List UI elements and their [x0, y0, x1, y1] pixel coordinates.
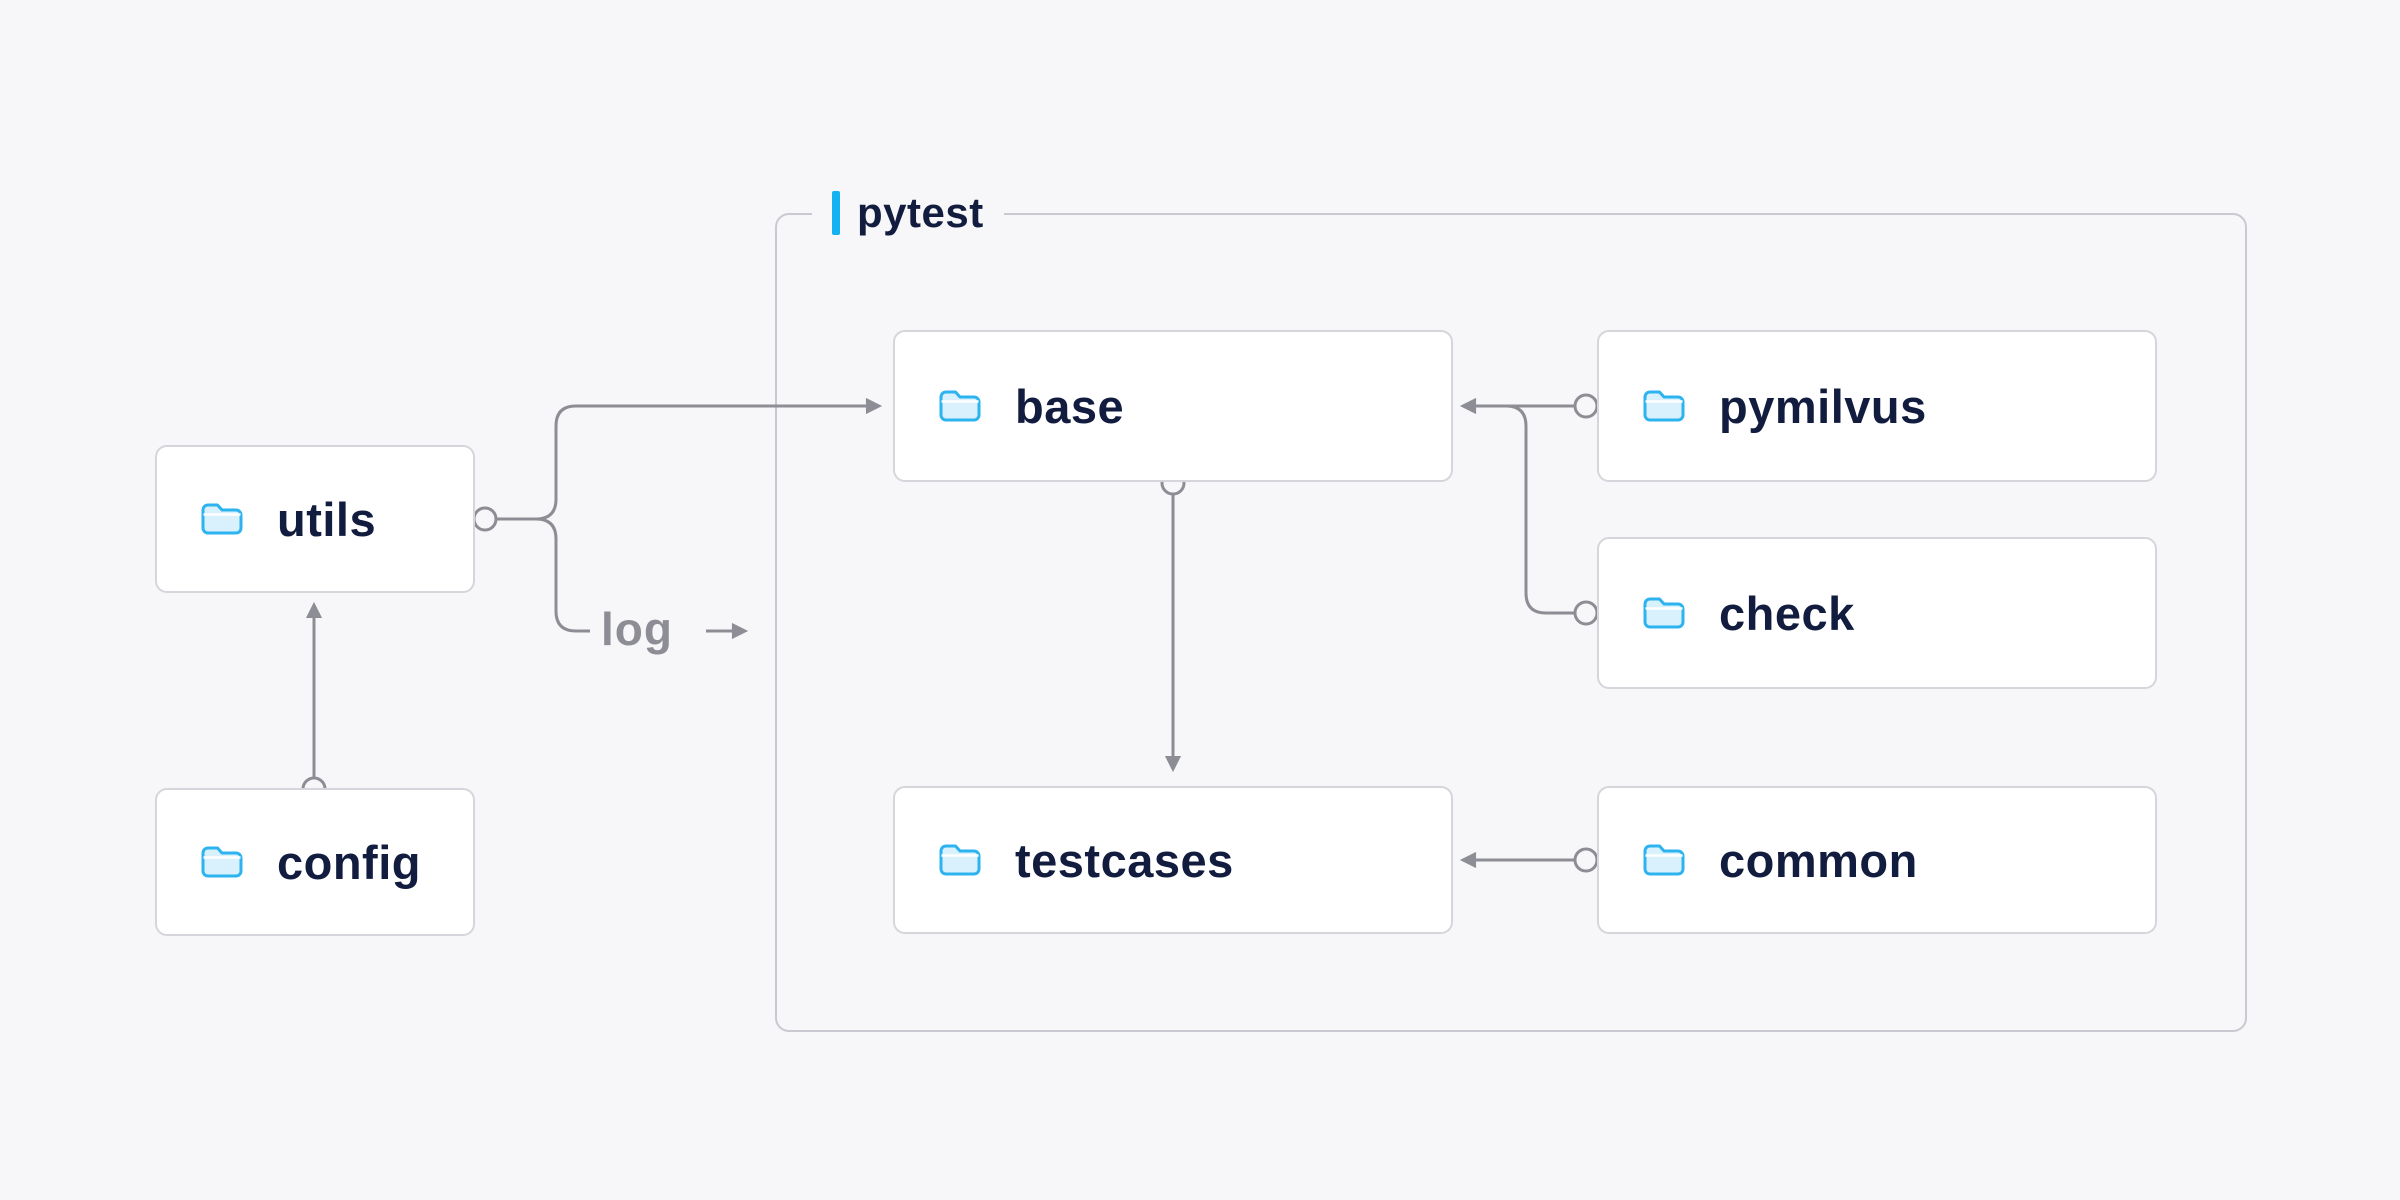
- edge-utils-base: [497, 397, 883, 521]
- log-edge-label: log: [601, 603, 673, 655]
- port-check-left: [1573, 600, 1599, 626]
- node-pymilvus[interactable]: pymilvus: [1597, 330, 2157, 482]
- node-label: base: [1015, 379, 1125, 433]
- port-utils-right: [472, 506, 498, 532]
- pytest-group-frame: [775, 213, 2247, 1032]
- node-label: testcases: [1015, 833, 1234, 887]
- node-label: utils: [277, 492, 377, 546]
- node-label: check: [1719, 586, 1855, 640]
- node-label: common: [1719, 833, 1918, 887]
- folder-icon: [1641, 386, 1687, 426]
- folder-icon: [1641, 593, 1687, 633]
- pytest-group-label: pytest: [812, 182, 1004, 244]
- node-check[interactable]: check: [1597, 537, 2157, 689]
- node-label: config: [277, 835, 421, 889]
- folder-icon: [199, 499, 245, 539]
- folder-icon: [1641, 840, 1687, 880]
- node-testcases[interactable]: testcases: [893, 786, 1453, 934]
- folder-icon: [199, 842, 245, 882]
- edge-check-base: [1488, 404, 1574, 615]
- node-common[interactable]: common: [1597, 786, 2157, 934]
- node-base[interactable]: base: [893, 330, 1453, 482]
- edge-utils-log: [497, 517, 590, 633]
- folder-icon: [937, 840, 983, 880]
- node-config[interactable]: config: [155, 788, 475, 936]
- folder-icon: [937, 386, 983, 426]
- accent-bar-icon: [832, 191, 840, 235]
- port-common-left: [1573, 847, 1599, 873]
- port-pymilvus-left: [1573, 393, 1599, 419]
- pytest-label-text: pytest: [857, 189, 984, 236]
- node-label: pymilvus: [1719, 379, 1927, 433]
- node-utils[interactable]: utils: [155, 445, 475, 593]
